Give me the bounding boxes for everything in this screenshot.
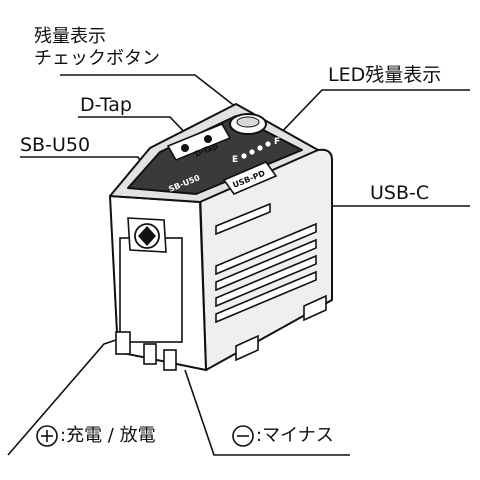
leader-check-button [60,74,251,119]
callout-dtap: D-Tap [80,94,132,116]
leader-minus [184,369,350,456]
callout-usbc: USB-C [370,182,430,204]
led-full-mark: F [274,137,280,147]
callout-led-indicator: LED残量表示 [328,64,442,86]
callout-minus-terminal: :マイナス [256,425,334,446]
terminals [115,294,327,371]
leader-plus [7,339,117,456]
minus-symbol-icon [232,425,254,447]
led-indicator: E F [232,137,280,165]
callout-plus-terminal: :充電 / 放電 [60,425,156,446]
callout-sbu50: SB-U50 [20,134,91,156]
check-button[interactable] [229,113,267,135]
led-empty-mark: E [232,155,238,165]
leader-led [273,89,470,141]
terminal-minus [163,349,177,371]
side-vents [215,202,317,324]
leader-dtap [78,116,191,139]
plus-symbol-icon [36,425,58,447]
dtap-port: D-Tap [166,122,232,162]
callout-check-button-line1: 残量表示 [34,26,106,47]
callout-check-button-line2: チェックボタン [34,48,160,69]
front-panel [119,217,183,343]
usbc-port: USB-PD [222,161,278,195]
terminal-plus [115,331,131,355]
